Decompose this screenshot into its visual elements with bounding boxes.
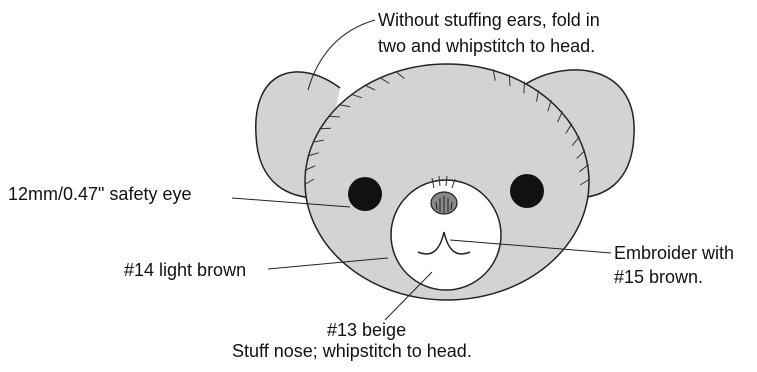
left-eye: [348, 177, 382, 211]
ears-note-line1: Without stuffing ears, fold in: [378, 8, 600, 32]
stitch-mark: [524, 82, 525, 94]
mouth-note-line2: #15 brown.: [614, 265, 703, 289]
head-color-note: #14 light brown: [124, 258, 246, 282]
stitch-mark: [319, 128, 331, 129]
eye-note: 12mm/0.47" safety eye: [8, 182, 191, 206]
ears-note-line2: two and whipstitch to head.: [378, 34, 595, 58]
muzzle-note-line2: Stuff nose; whipstitch to head.: [232, 339, 472, 363]
right-eye: [510, 174, 544, 208]
mouth-note-line1: Embroider with: [614, 241, 734, 265]
